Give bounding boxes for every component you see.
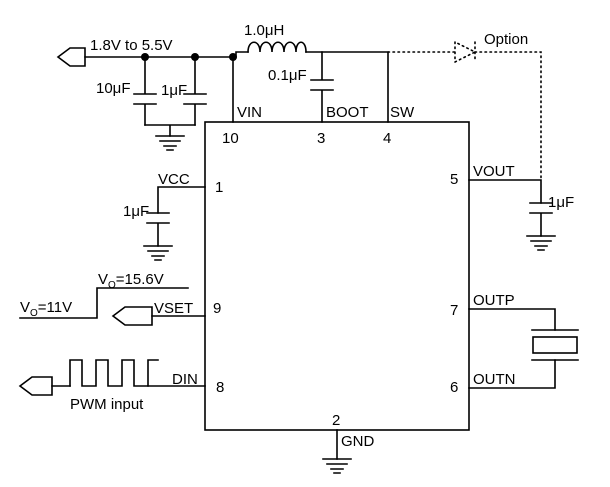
ground-icon: [155, 135, 185, 151]
pin-din-name: DIN: [172, 371, 198, 388]
outn-wire: [468, 359, 556, 389]
cap-vcc-label: 1μF: [123, 203, 149, 220]
pin-gnd-number: 2: [332, 412, 340, 429]
vset-waveform: [19, 287, 189, 319]
vo-high-label: VO=15.6V: [98, 271, 164, 291]
piezo-element: [532, 336, 578, 354]
pin-sw-number: 4: [383, 130, 391, 147]
pin-outn-name: OUTN: [473, 371, 516, 388]
input-cap-10uf: [133, 56, 157, 126]
vout-wire: [468, 179, 542, 204]
vout-cap: [529, 202, 553, 237]
outp-wire: [468, 308, 556, 331]
vcc-cap: [146, 212, 170, 247]
pwm-input-label: PWM input: [70, 396, 144, 413]
pin-vin-name: VIN: [237, 104, 262, 121]
cap-1uf-label: 1μF: [161, 82, 187, 99]
pin-outp-number: 7: [450, 302, 458, 319]
input-terminal: [56, 47, 86, 67]
pin-vin-number: 10: [222, 130, 239, 147]
input-cap-1uf: [183, 56, 207, 126]
pin-vout-number: 5: [450, 171, 458, 188]
ground-icon: [526, 235, 556, 251]
inductor-label: 1.0μH: [244, 22, 284, 39]
cap-boot-label: 0.1μF: [268, 67, 307, 84]
pin-gnd-name: GND: [341, 433, 375, 450]
pin-boot-name: BOOT: [326, 104, 369, 121]
ground-icon: [322, 458, 352, 474]
ground-icon: [143, 245, 173, 261]
pin-boot-number: 3: [317, 130, 325, 147]
pin-vset-name: VSET: [154, 300, 193, 317]
diode-icon: [454, 40, 477, 64]
pin-vcc-name: VCC: [158, 171, 190, 188]
vset-terminal: [111, 306, 153, 326]
pin-din-number: 8: [216, 379, 224, 396]
pin-outn-number: 6: [450, 379, 458, 396]
ic-body: [204, 121, 470, 431]
boot-cap: [310, 51, 334, 123]
vo-low-label: VO=11V: [20, 299, 72, 319]
cap-10uf-label: 10μF: [96, 80, 131, 97]
pin-outp-name: OUTP: [473, 292, 515, 309]
pin-vset-number: 9: [213, 300, 221, 317]
pin-vcc-number: 1: [215, 179, 223, 196]
pwm-waveform: [69, 359, 159, 387]
option-wire: [474, 51, 542, 181]
input-cap-ground-wire: [144, 124, 196, 137]
vcc-wire: [157, 186, 206, 214]
inductor-coil: [247, 41, 307, 53]
option-label: Option: [484, 31, 528, 48]
cap-vout-label: 1μF: [548, 194, 574, 211]
din-terminal: [18, 376, 53, 396]
pin-vout-name: VOUT: [473, 163, 515, 180]
input-voltage-label: 1.8V to 5.5V: [90, 37, 173, 54]
pin-sw-name: SW: [390, 104, 415, 121]
